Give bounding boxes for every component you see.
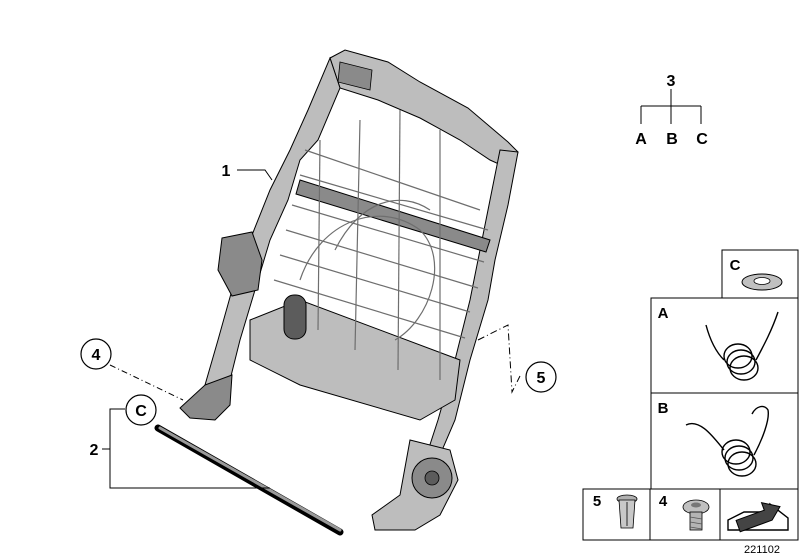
leader-tree bbox=[640, 89, 702, 124]
leader-lines bbox=[102, 89, 702, 489]
leader-screw-left bbox=[109, 364, 184, 401]
leader-nut-right bbox=[477, 324, 521, 394]
panel-box-spring-b bbox=[650, 392, 799, 490]
frame-top-plate bbox=[337, 61, 373, 91]
panel-label-c: C bbox=[730, 257, 741, 274]
panel-box-spring-a bbox=[650, 297, 799, 394]
tree-root-3: 3 bbox=[667, 73, 676, 90]
spring-a-icon bbox=[705, 311, 779, 381]
frame-lower-member bbox=[249, 299, 461, 421]
panel-label-b: B bbox=[658, 400, 669, 417]
frame-left-foot bbox=[179, 374, 233, 421]
tree-child-c: C bbox=[696, 131, 708, 148]
rivet-nut-icon bbox=[616, 494, 638, 529]
direction-arrow-icon bbox=[727, 501, 789, 533]
callout-4-circle bbox=[80, 338, 112, 370]
recliner-hub bbox=[424, 470, 440, 486]
panel-label-4: 4 bbox=[659, 493, 668, 510]
callout-1: 1 bbox=[222, 163, 231, 180]
frame-middle-crossbar bbox=[295, 179, 491, 253]
panel-box-direction bbox=[719, 488, 799, 541]
leader-frame bbox=[237, 169, 273, 181]
panel-label-a: A bbox=[658, 305, 669, 322]
frame-hinge-bracket bbox=[217, 231, 263, 297]
callout-4: 4 bbox=[92, 347, 101, 364]
document-number: 221102 bbox=[744, 544, 780, 556]
clip-icon bbox=[741, 273, 783, 291]
spring-b-icon bbox=[685, 405, 769, 477]
callout-c: C bbox=[135, 403, 147, 420]
screw-icon bbox=[682, 499, 710, 531]
tree-child-a: A bbox=[635, 131, 647, 148]
parts-panel bbox=[582, 249, 799, 541]
tree-child-b: B bbox=[666, 131, 678, 148]
support-rod bbox=[154, 424, 344, 536]
callout-c-circle bbox=[125, 394, 157, 426]
support-rod-highlight bbox=[158, 426, 342, 532]
seat-backrest-frame bbox=[179, 49, 519, 531]
panel-label-5: 5 bbox=[593, 493, 601, 510]
callout-5: 5 bbox=[537, 370, 546, 387]
callout-2: 2 bbox=[90, 442, 99, 459]
frame-actuator-cylinder bbox=[283, 294, 307, 340]
callout-5-circle bbox=[525, 361, 557, 393]
spring-mat-wires bbox=[273, 109, 489, 380]
